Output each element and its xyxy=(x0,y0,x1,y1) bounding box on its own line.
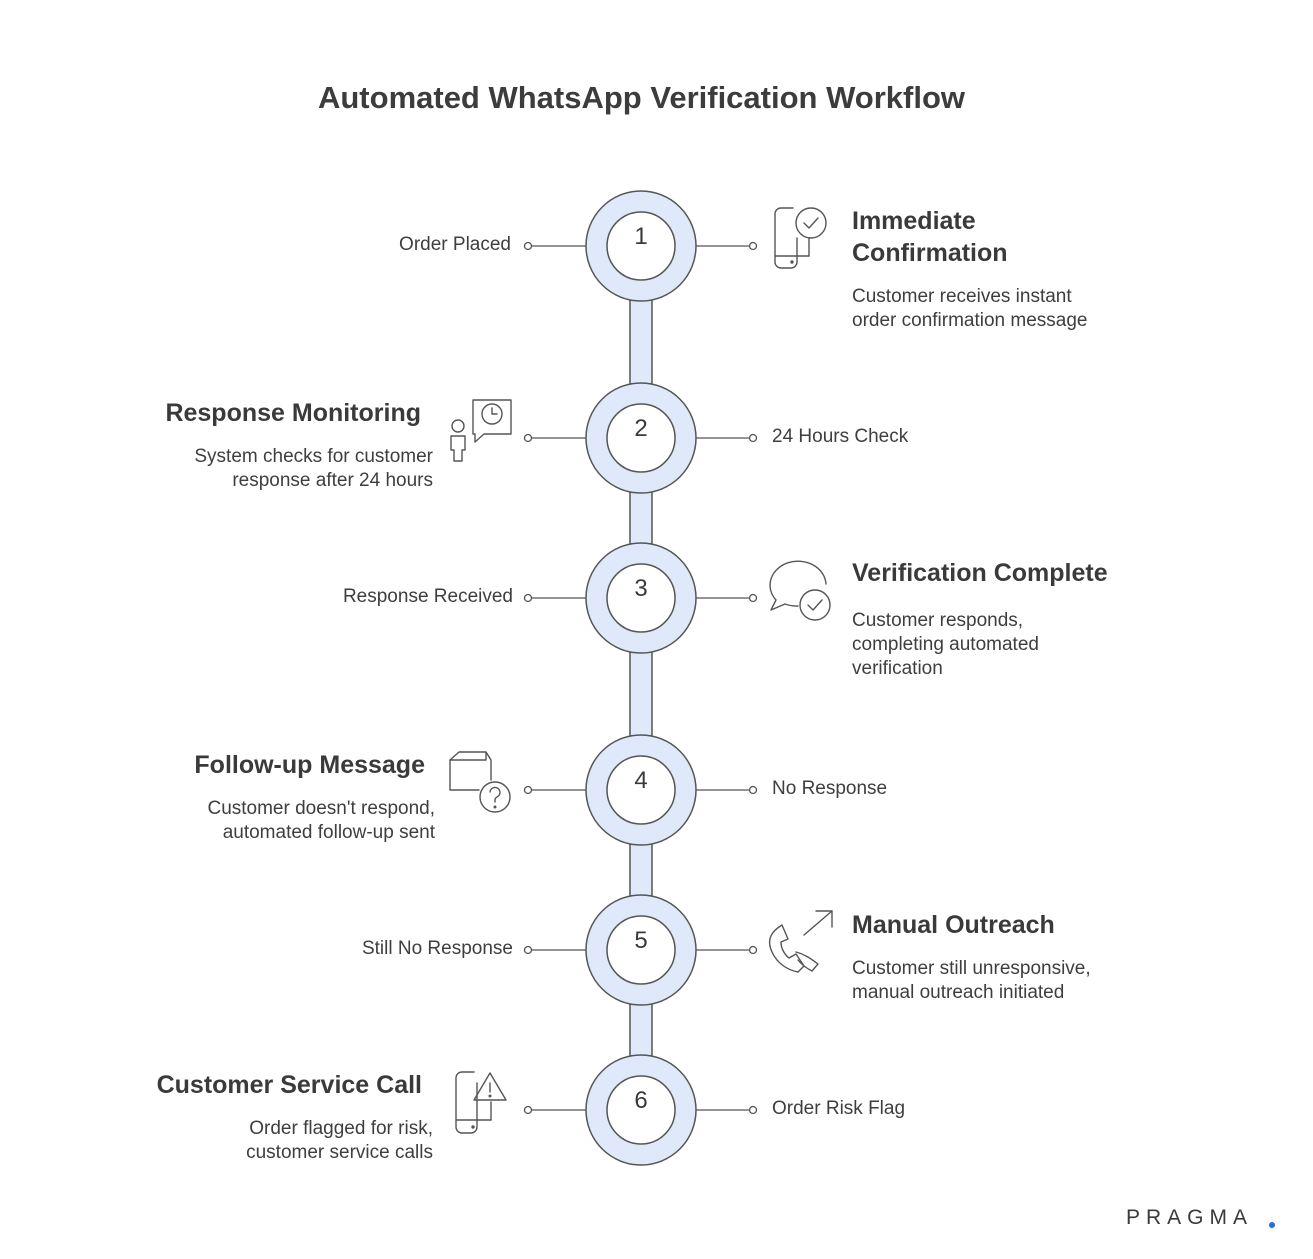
step-5-title: Manual Outreach xyxy=(852,911,1055,939)
step-6-right-label: Order Risk Flag xyxy=(772,1098,906,1119)
step-2-right-label: 24 Hours Check xyxy=(772,426,909,447)
step-number-1: 1 xyxy=(634,223,648,250)
step-6-title: Customer Service Call xyxy=(156,1071,422,1099)
step-5-left-label: Still No Response xyxy=(361,938,513,959)
step-number-3: 3 xyxy=(634,575,648,602)
step-4-description: Customer doesn't respond, automated foll… xyxy=(207,798,435,843)
page-title: Automated WhatsApp Verification Workflow xyxy=(317,80,966,115)
step-node-2 xyxy=(585,382,697,494)
timeline-connectors xyxy=(629,299,653,1057)
phone-check-icon xyxy=(774,207,827,269)
connector-3-4 xyxy=(629,651,653,737)
step-1-left-label: Order Placed xyxy=(399,234,511,255)
step-3-title: Verification Complete xyxy=(852,559,1108,587)
connector-line-left-1 xyxy=(523,241,586,251)
brand-logo: PRAGMA xyxy=(1126,1206,1254,1229)
connector-line-right-1 xyxy=(696,241,758,251)
step-node-5 xyxy=(585,894,697,1006)
box-question-icon xyxy=(449,751,511,813)
step-5-description: Customer still unresponsive, manual outr… xyxy=(852,958,1091,1003)
step-6-description: Order flagged for risk, customer service… xyxy=(246,1118,433,1163)
phone-outgoing-icon xyxy=(768,910,833,973)
step-node-6 xyxy=(585,1054,697,1166)
step-4-right-label: No Response xyxy=(772,778,888,799)
step-2-title: Response Monitoring xyxy=(165,399,421,427)
connector-4-5 xyxy=(629,843,653,897)
step-number-2: 2 xyxy=(634,415,648,442)
step-2-description: System checks for customer response afte… xyxy=(194,446,433,491)
step-4-title: Follow-up Message xyxy=(194,751,425,779)
step-number-5: 5 xyxy=(634,927,648,954)
connector-line-left-6 xyxy=(523,1105,586,1115)
step-node-1 xyxy=(585,190,697,302)
step-1-description: Customer receives instant order confirma… xyxy=(852,286,1088,331)
phone-warning-icon xyxy=(455,1071,507,1134)
connector-line-left-2 xyxy=(523,433,586,443)
connector-line-right-6 xyxy=(696,1105,758,1115)
connector-line-right-2 xyxy=(696,433,758,443)
connector-line-left-4 xyxy=(523,785,586,795)
connector-5-6 xyxy=(629,1003,653,1057)
step-number-6: 6 xyxy=(634,1087,648,1114)
step-node-3 xyxy=(585,542,697,654)
connector-line-left-3 xyxy=(523,593,586,603)
step-3-left-label: Response Received xyxy=(342,586,513,607)
connector-line-left-5 xyxy=(523,945,586,955)
step-3-description: Customer responds, completing automated … xyxy=(852,610,1039,679)
step-1-title: Immediate Confirmation xyxy=(852,207,1008,267)
brand-dot xyxy=(1269,1222,1275,1228)
person-clock-icon xyxy=(450,399,512,462)
connector-line-right-4 xyxy=(696,785,758,795)
connector-1-2 xyxy=(629,299,653,385)
chat-check-icon xyxy=(769,560,831,621)
step-number-4: 4 xyxy=(634,767,648,794)
connector-2-3 xyxy=(629,491,653,545)
connector-line-right-5 xyxy=(696,945,758,955)
connector-line-right-3 xyxy=(696,593,758,603)
